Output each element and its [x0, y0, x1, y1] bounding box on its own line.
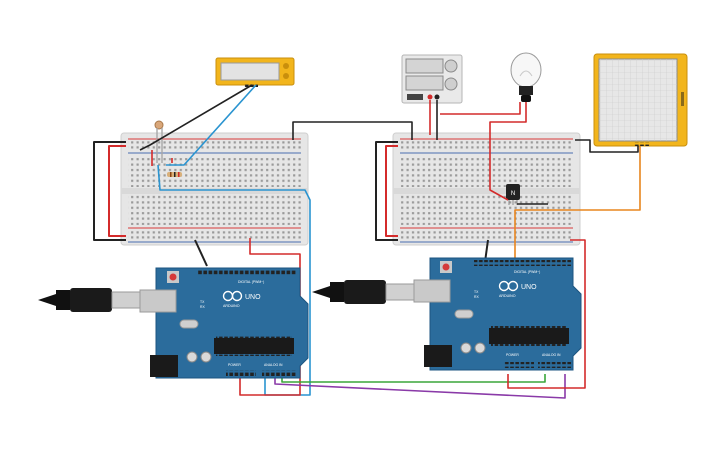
- analog-label-left: ANALOG IN: [264, 363, 283, 367]
- arduino-model-right: UNO: [521, 284, 537, 291]
- digital-label-left: DIGITAL (PWM~): [238, 280, 264, 284]
- wires[interactable]: [93, 84, 641, 399]
- analog-label-right: ANALOG IN: [542, 353, 561, 357]
- photoresistor[interactable]: [154, 120, 164, 163]
- digital-label-right: DIGITAL (PWM~): [514, 270, 540, 274]
- rx-label-right: RX: [474, 295, 479, 299]
- rx-label-left: RX: [200, 305, 205, 309]
- usb-port-right: [413, 279, 451, 303]
- arduino-left[interactable]: UNO ARDUINO DIGITAL (PWM~) TX RX POWER A…: [139, 267, 309, 379]
- power-jack-left: [150, 355, 178, 377]
- power-label-right: POWER: [506, 353, 519, 357]
- power-supply[interactable]: [401, 54, 463, 104]
- power-jack-right: [424, 345, 452, 367]
- lcd-display-large[interactable]: [593, 53, 688, 147]
- usb-cable-left[interactable]: [38, 288, 141, 312]
- usb-cable-right[interactable]: [312, 280, 415, 304]
- arduino-brand-right: ARDUINO: [499, 294, 516, 298]
- transistor[interactable]: N: [506, 184, 520, 205]
- arduino-logo-right-icon: [498, 280, 519, 292]
- resistor[interactable]: [167, 172, 182, 177]
- usb-port-left: [139, 289, 177, 313]
- arduino-brand-left: ARDUINO: [223, 304, 240, 308]
- arduino-logo-left-icon: [222, 290, 243, 302]
- arduino-right[interactable]: UNO ARDUINO DIGITAL (PWM~) TX RX POWER A…: [413, 257, 582, 371]
- transistor-label: N: [511, 191, 515, 197]
- lcd-display-small[interactable]: [215, 57, 295, 87]
- breadboard-right[interactable]: [392, 132, 581, 246]
- tx-label-right: TX: [474, 290, 479, 294]
- arduino-model-left: UNO: [245, 294, 261, 301]
- tx-label-left: TX: [200, 300, 205, 304]
- power-label-left: POWER: [228, 363, 241, 367]
- light-bulb[interactable]: [510, 52, 542, 102]
- breadboard-left[interactable]: [120, 132, 309, 246]
